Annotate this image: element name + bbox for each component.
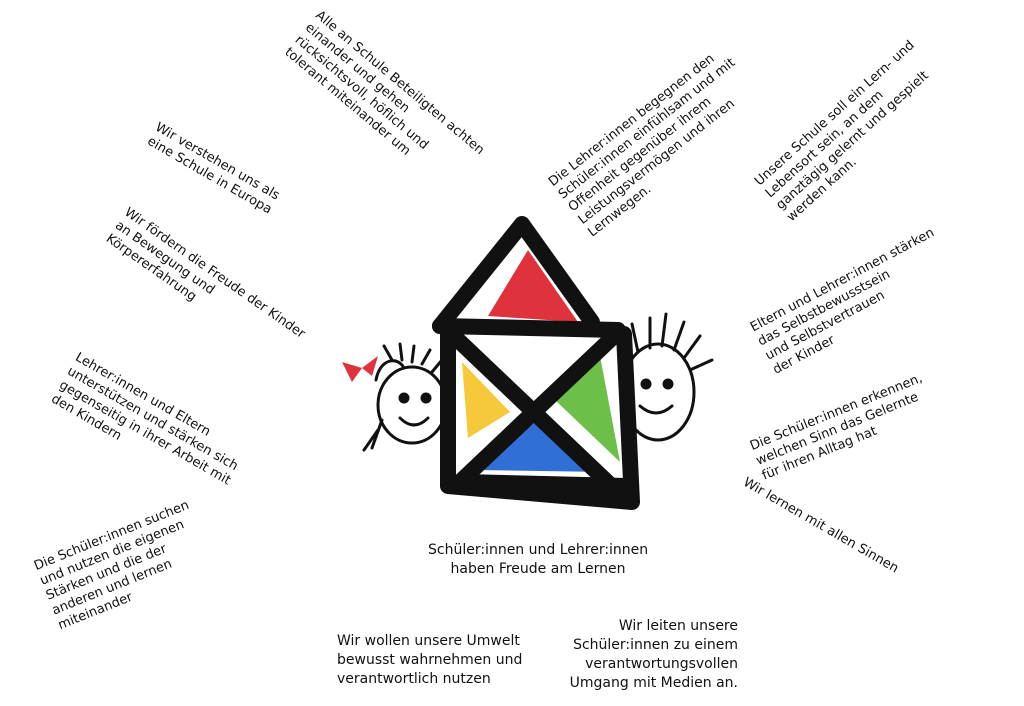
statement-freude: Schüler:innen und Lehrer:innen haben Fre… <box>428 542 649 577</box>
yellow-triangle <box>462 362 510 438</box>
hair-bow-icon-2 <box>362 356 378 376</box>
white-triangle <box>500 342 566 380</box>
statement-medien: Wir leiten unsere Schüler:innen zu einem… <box>569 618 738 691</box>
green-triangle <box>555 345 620 462</box>
boy-face-icon <box>616 312 714 442</box>
girl-face-icon <box>362 342 448 452</box>
statement-umwelt: Wir wollen unsere Umwelt bewusst wahrneh… <box>337 633 523 687</box>
hair-bow-icon <box>342 362 362 382</box>
red-triangle <box>488 250 578 322</box>
